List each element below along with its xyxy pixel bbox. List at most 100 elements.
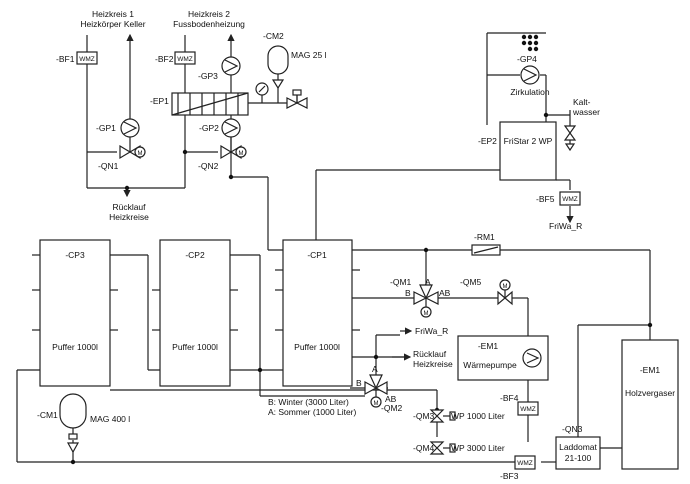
wmz-bf3: WMZ <box>514 455 536 470</box>
tag-bf4: -BF4 <box>500 393 519 403</box>
junction-dots <box>70 112 653 465</box>
tag-gp4: -GP4 <box>517 54 537 64</box>
svg-text:WMZ: WMZ <box>520 406 536 413</box>
mag400-label: MAG 400 l <box>90 414 130 424</box>
valve-qn2-icon: M <box>220 144 247 160</box>
qm2-port-b: B <box>356 378 362 388</box>
kaltwasser-label-2: wasser <box>572 107 600 117</box>
tag-ep2: -EP2 <box>478 136 497 146</box>
tag-em1-boiler: -EM1 <box>640 365 661 375</box>
buffer-cp3 <box>32 239 118 387</box>
tag-cm2: -CM2 <box>263 31 284 41</box>
valve-qn1-icon: M <box>119 144 146 160</box>
tag-bf2: -BF2 <box>155 54 174 64</box>
tag-cp1: -CP1 <box>307 250 327 260</box>
valve-qm5-icon: M <box>497 279 513 306</box>
tag-qm4: -QM4 <box>413 443 435 453</box>
svg-text:WMZ: WMZ <box>79 56 95 63</box>
buffer-cp2 <box>152 239 238 387</box>
heat-pump-compressor-icon <box>522 348 542 368</box>
puffer-cp2-label: Puffer 1000l <box>172 342 218 352</box>
qm2-port-ab: AB <box>385 394 397 404</box>
laddomat-label: Laddomat <box>559 442 597 452</box>
heizkreis2-subtitle: Fussbodenheizung <box>173 19 245 29</box>
fristar-station <box>499 121 557 181</box>
qm1-port-ab: AB <box>439 288 451 298</box>
tag-ep1: -EP1 <box>150 96 169 106</box>
tag-qm3: -QM3 <box>413 411 435 421</box>
check-valve-rm1-icon <box>471 244 501 256</box>
wp1000-label: WP 1000 Liter <box>451 411 505 421</box>
tag-em1-heatpump: -EM1 <box>478 341 499 351</box>
svg-text:WMZ: WMZ <box>562 196 578 203</box>
tag-cp2: -CP2 <box>185 250 205 260</box>
tag-qn3: -QN3 <box>562 424 583 434</box>
hot-water-outlet-icon <box>521 34 539 52</box>
heizkreis1-title: Heizkreis 1 <box>92 9 134 19</box>
qm1-port-a: A <box>425 277 431 287</box>
holzvergaser-label: Holzvergaser <box>625 388 675 398</box>
valve-kaltwasser-icon <box>563 125 577 152</box>
wp3000-label: WP 3000 Liter <box>451 443 505 453</box>
pump-gp3-icon <box>221 56 241 76</box>
pump-gp4-icon <box>520 65 540 85</box>
pump-gp2-icon <box>221 118 241 138</box>
qm2-port-a: A <box>372 364 378 374</box>
valve-qm1-icon: M <box>413 284 439 318</box>
heizkreis2-title: Heizkreis 2 <box>188 9 230 19</box>
tag-bf5: -BF5 <box>536 194 555 204</box>
tag-gp1: -GP1 <box>96 123 116 133</box>
wmz-bf5: WMZ <box>559 191 581 206</box>
heat-pump-em1 <box>457 335 549 381</box>
friwa-r-mid-label: FriWa_R <box>415 326 448 336</box>
tag-gp2: -GP2 <box>199 123 219 133</box>
tag-qm2: -QM2 <box>381 403 403 413</box>
mag400-tank-icon <box>59 393 87 454</box>
wood-gasifier-em1 <box>621 339 679 470</box>
laddomat-unit <box>555 436 601 470</box>
mag25-tank-icon <box>267 45 289 90</box>
ruecklauf-mid-label: Rücklauf <box>413 349 447 359</box>
tag-qn1: -QN1 <box>98 161 119 171</box>
tag-bf1: -BF1 <box>56 54 75 64</box>
friwa-r-top-label: FriWa_R <box>549 221 582 231</box>
sommer-label: A: Sommer (1000 Liter) <box>268 407 357 417</box>
pump-gp1-icon <box>120 118 140 138</box>
svg-text:M: M <box>239 151 244 157</box>
buffer-cp1 <box>275 239 360 387</box>
ruecklauf-heizkreise-sublabel: Heizkreise <box>109 212 149 222</box>
zirkulation-label: Zirkulation <box>510 87 549 97</box>
heizkreise-mid-label: Heizkreise <box>413 359 453 369</box>
valve-qm4-icon <box>429 441 456 455</box>
svg-text:M: M <box>374 401 379 407</box>
wmz-bf1: WMZ <box>76 51 98 65</box>
svg-text:WMZ: WMZ <box>517 460 533 467</box>
valve-mag25-icon <box>286 89 308 109</box>
svg-text:M: M <box>424 311 429 317</box>
mag25-label: MAG 25 l <box>291 50 327 60</box>
wmz-bf4: WMZ <box>517 401 539 416</box>
heizkreis1-subtitle: Heizkörper Keller <box>80 19 145 29</box>
tag-qm5: -QM5 <box>460 277 482 287</box>
tag-cm1: -CM1 <box>37 410 58 420</box>
tag-rm1: -RM1 <box>474 232 495 242</box>
tag-bf3: -BF3 <box>500 471 519 481</box>
qm1-port-b: B <box>405 288 411 298</box>
svg-text:M: M <box>138 151 143 157</box>
laddomat-model-label: 21-100 <box>565 453 592 463</box>
puffer-cp1-label: Puffer 1000l <box>294 342 340 352</box>
tag-qn2: -QN2 <box>198 161 219 171</box>
tag-gp3: -GP3 <box>198 71 218 81</box>
puffer-cp3-label: Puffer 1000l <box>52 342 98 352</box>
svg-text:M: M <box>503 284 508 290</box>
svg-text:WMZ: WMZ <box>177 56 193 63</box>
fristar-label: FriStar 2 WP <box>504 136 553 146</box>
tag-qm1: -QM1 <box>390 277 412 287</box>
waermepumpe-label: Wärmepumpe <box>463 360 517 370</box>
pressure-gauge-icon <box>255 82 269 103</box>
kaltwasser-label-1: Kalt- <box>573 97 591 107</box>
wmz-bf2: WMZ <box>174 51 196 65</box>
heat-exchanger-ep1 <box>171 92 249 116</box>
winter-label: B: Winter (3000 Liter) <box>268 397 349 407</box>
